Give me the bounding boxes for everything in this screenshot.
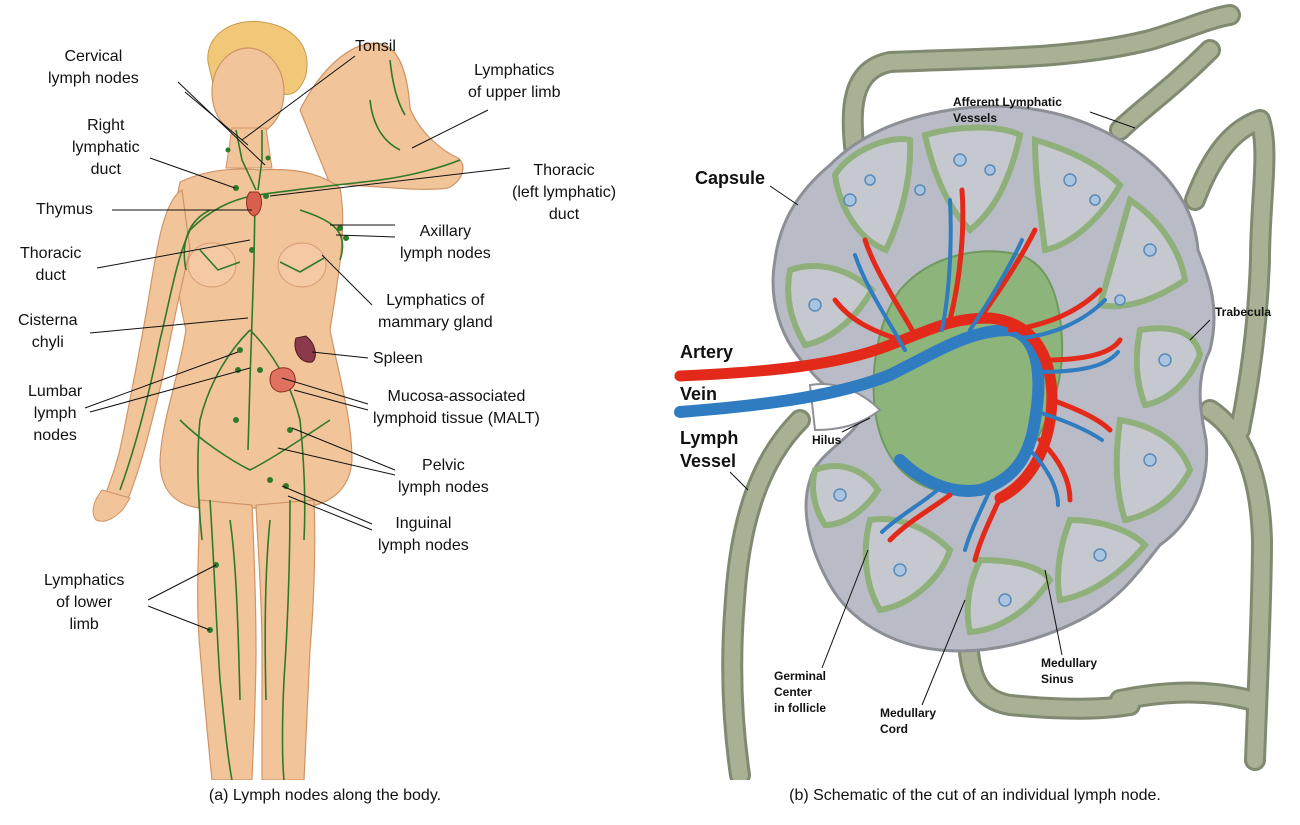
label-lymphatics-upper-limb: Lymphatics of upper limb (468, 60, 561, 104)
label-tonsil: Tonsil (355, 36, 396, 58)
caption-a: (a) Lymph nodes along the body. (0, 787, 650, 805)
panel-body-lymph: Cervical lymph nodes Tonsil Lymphatics o… (0, 0, 650, 825)
head (212, 48, 284, 136)
label-inguinal-lymph-nodes: Inguinal lymph nodes (378, 513, 469, 557)
panel-lymph-node-schematic: Afferent Lymphatic Vessels Capsule Trabe… (650, 0, 1300, 825)
label-thoracic-duct: Thoracic duct (20, 243, 81, 287)
label-cervical-lymph-nodes: Cervical lymph nodes (48, 46, 139, 90)
label-lymphatics-lower-limb: Lymphatics of lower limb (44, 570, 124, 636)
label-lymph-vessel: Lymph Vessel (680, 427, 738, 473)
label-trabecula: Trabecula (1215, 304, 1271, 320)
label-right-lymphatic-duct: Right lymphatic duct (72, 115, 140, 181)
label-hilus: Hilus (812, 432, 841, 448)
label-pelvic-lymph-nodes: Pelvic lymph nodes (398, 455, 489, 499)
label-germinal-center: Germinal Center in follicle (774, 668, 826, 716)
label-cisterna-chyli: Cisterna chyli (18, 310, 78, 354)
label-capsule: Capsule (695, 167, 765, 190)
label-spleen: Spleen (373, 348, 423, 370)
label-medullary-cord: Medullary Cord (880, 705, 936, 737)
malt-organ (270, 368, 295, 392)
caption-b: (b) Schematic of the cut of an individua… (650, 787, 1300, 805)
label-vein: Vein (680, 383, 717, 406)
label-afferent-vessels: Afferent Lymphatic Vessels (953, 94, 1062, 126)
label-medullary-sinus: Medullary Sinus (1041, 655, 1097, 687)
label-thymus: Thymus (36, 199, 93, 221)
label-lumbar-lymph-nodes: Lumbar lymph nodes (28, 381, 82, 447)
label-thoracic-left-duct: Thoracic (left lymphatic) duct (512, 160, 616, 226)
thymus-organ (247, 192, 262, 216)
label-artery: Artery (680, 341, 733, 364)
label-lymphatics-mammary-gland: Lymphatics of mammary gland (378, 290, 493, 334)
label-malt: Mucosa-associated lymphoid tissue (MALT) (373, 386, 540, 430)
label-axillary-lymph-nodes: Axillary lymph nodes (400, 221, 491, 265)
